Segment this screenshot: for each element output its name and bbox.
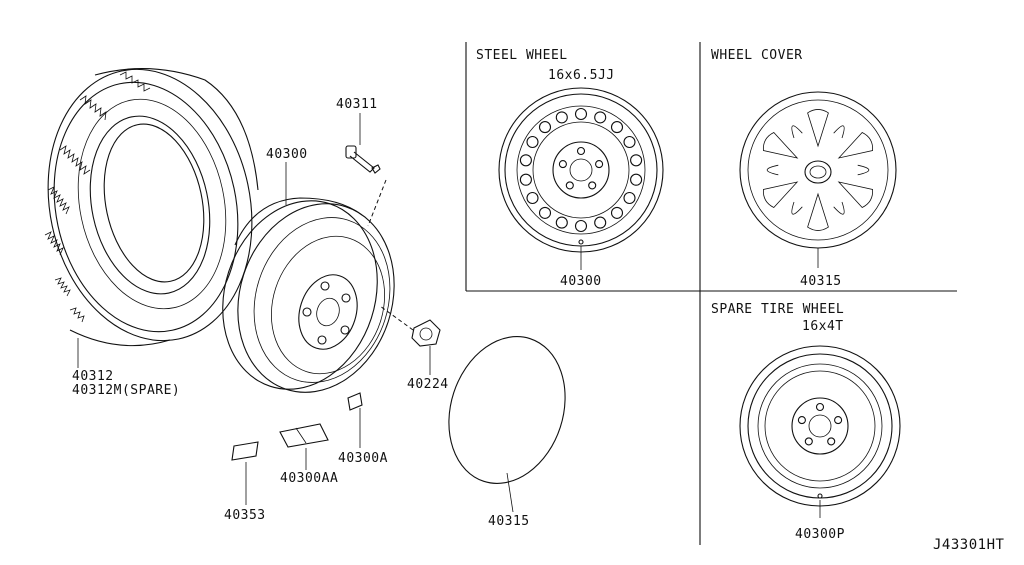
cover-slot [791,201,803,215]
lug-hole [565,181,574,190]
cover-spoke [837,181,874,208]
wheel-vent-hole [574,107,588,121]
wheel-vent-hole [555,111,568,124]
wheel-vent-hole [555,216,568,229]
lug-hole [827,437,836,446]
wheel-vent-hole [519,173,532,186]
cap-illustration [448,336,566,513]
steel-wheel-title: STEEL WHEEL [476,48,568,63]
weight-label-part-label: 40353 [224,508,266,523]
spare-wheel-illustration [739,345,901,518]
weight-aa-part-label: 40300AA [280,471,338,486]
valve-illustration [345,113,387,227]
lug-hole [558,160,567,169]
cover-slot [791,125,803,139]
cover-spoke [762,132,799,159]
cover-spoke [807,109,829,148]
lug-hole [576,146,586,156]
wheel-cover-part-label: 40315 [800,274,842,289]
weight-illustrations [231,392,363,505]
valve-part-label: 40311 [336,97,378,112]
cover-spoke [807,192,829,231]
nut-part-label: 40224 [407,377,449,392]
wheel-vent-hole [630,154,643,167]
wheel-vent-hole [610,206,624,219]
lug-hole [815,402,825,412]
wheel-vent-hole [538,121,552,134]
nut-illustration [379,305,441,375]
tire-spare-part-label: 40312M(SPARE) [72,383,180,398]
tire-illustration [44,68,259,347]
wheel-vent-hole [623,135,636,149]
panel-frame [465,42,957,545]
cover-spoke [762,181,799,208]
cover-slot [857,164,870,176]
wheel-vent-hole [610,121,624,134]
cover-slot [833,201,845,215]
weight-a-part-label: 40300A [338,451,388,466]
steel-wheel-part-label: 40300 [560,274,602,289]
lug-hole [834,416,843,425]
tire-part-label: 40312 [72,369,114,384]
lug-hole [804,437,813,446]
wheel-vent-hole [538,206,552,219]
steel-wheel-illustration [498,87,664,270]
wheel-vent-hole [526,191,539,205]
cover-slot [766,164,779,176]
cover-slot [833,125,845,139]
wheel-vent-hole [574,219,588,233]
spare-wheel-title: SPARE TIRE WHEEL [711,302,844,317]
wheel-vent-hole [594,111,607,124]
lug-hole [797,416,806,425]
cover-spoke [837,132,874,159]
spare-wheel-size: 16x4T [802,319,844,334]
wheel-vent-hole [526,135,539,149]
wheel-part-label: 40300 [266,147,308,162]
diagram-code: J43301HT [933,537,1005,553]
cap-part-label: 40315 [488,514,530,529]
wheel-vent-hole [594,216,607,229]
lug-hole [595,160,604,169]
wheel-cover-title: WHEEL COVER [711,48,803,63]
wheel-vent-hole [519,154,532,167]
spare-wheel-part-label: 40300P [795,527,845,542]
wheel-vent-hole [623,191,636,205]
wheel-illustration [222,197,395,393]
wheel-cover-illustration [739,91,897,268]
lug-hole [588,181,597,190]
wheel-vent-hole [630,173,643,186]
leader-lines [77,162,287,368]
steel-wheel-size: 16x6.5JJ [548,68,615,83]
